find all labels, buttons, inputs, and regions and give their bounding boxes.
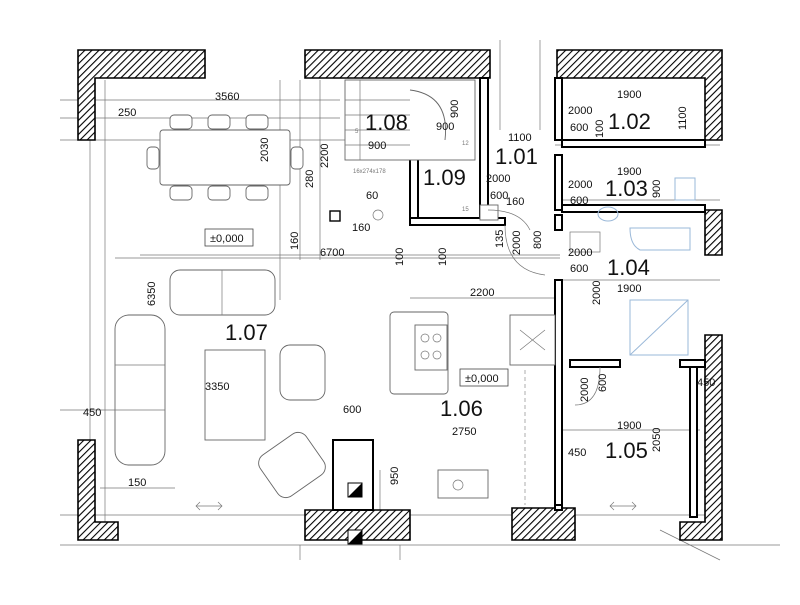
room-1-05: 1.05 (605, 438, 648, 463)
stair-spec: 16x274x178 (353, 169, 386, 175)
dim-2050: 2050 (651, 428, 663, 452)
dim-2000-a: 2000 (486, 173, 510, 185)
dim-900-c: 900 (449, 100, 461, 118)
dim-1900-d: 1900 (617, 420, 641, 432)
wall-bottom-right (511, 507, 576, 541)
level-kitchen: ±0,000 (465, 373, 499, 385)
dim-900-a: 900 (368, 140, 386, 152)
room-1-09: 1.09 (423, 165, 466, 190)
dim-600-e: 600 (570, 263, 588, 275)
dim-3560: 3560 (215, 91, 239, 103)
stair-step-12: 12 (462, 141, 469, 147)
door-swings (487, 209, 601, 406)
dim-6700: 6700 (320, 247, 344, 259)
dim-600-b: 600 (343, 404, 361, 416)
room-1-06: 1.06 (440, 396, 483, 421)
level-living: ±0,000 (210, 233, 244, 245)
dim-100-c: 100 (394, 248, 406, 266)
dim-1100-b: 1100 (677, 106, 689, 130)
living-furniture (114, 269, 326, 499)
dim-800: 800 (532, 231, 544, 249)
dim-900-d: 900 (651, 180, 663, 198)
room-1-08: 1.08 (365, 110, 408, 135)
dining-table (146, 114, 304, 201)
dim-1100-a: 1100 (508, 132, 532, 144)
room-1-03: 1.03 (605, 176, 648, 201)
wall-right-middle (704, 209, 723, 256)
dim-2750: 2750 (452, 426, 476, 438)
dim-600-d: 600 (570, 195, 588, 207)
dim-100-b: 100 (594, 120, 606, 138)
stair-step-5: 5 (355, 129, 359, 135)
room-1-04: 1.04 (607, 255, 650, 280)
dim-280: 280 (304, 170, 316, 188)
interior-walls (332, 77, 706, 518)
dim-1900-c: 1900 (617, 283, 641, 295)
dim-160-b: 160 (289, 232, 301, 250)
dim-450-c: 450 (568, 447, 586, 459)
dim-60: 60 (366, 190, 378, 202)
dimension-labels: 3560 250 2030 2200 280 900 900 900 60 16… (83, 89, 715, 489)
dim-600-f: 600 (597, 374, 609, 392)
dim-3350: 3350 (205, 381, 229, 393)
dim-450-a: 450 (83, 407, 101, 419)
dim-2200: 2200 (319, 144, 331, 168)
wall-top-middle (304, 49, 491, 79)
dim-160-c: 160 (506, 196, 524, 208)
dim-2000-d: 2000 (568, 179, 592, 191)
dim-2200-b: 2200 (470, 287, 494, 299)
bathroom-fixtures (569, 177, 696, 356)
staircase: 5 12 15 16x274x178 (329, 79, 499, 222)
room-1-02: 1.02 (608, 109, 651, 134)
wall-bottom-center (304, 509, 411, 541)
level-markers: ±0,000 ±0,000 (204, 228, 509, 387)
room-1-01: 1.01 (495, 144, 538, 169)
dim-450-b: 450 (697, 377, 715, 389)
dim-600-c: 600 (570, 122, 588, 134)
dim-135: 135 (494, 230, 506, 248)
chimney-shafts (347, 482, 363, 545)
wall-left-lower (77, 439, 119, 541)
room-1-07: 1.07 (225, 320, 268, 345)
dim-2000-f: 2000 (591, 281, 603, 305)
dim-160-a: 160 (352, 222, 370, 234)
dim-250: 250 (118, 107, 136, 119)
dim-1900-a: 1900 (617, 89, 641, 101)
wall-right-lower (679, 334, 723, 541)
window-arrows (195, 501, 637, 511)
stair-step-15: 15 (462, 207, 469, 213)
dim-2000-b: 2000 (511, 231, 523, 255)
dim-2030: 2030 (259, 138, 271, 162)
wall-top-left (77, 49, 206, 141)
kitchen-island (389, 311, 556, 505)
dim-2000-c: 2000 (568, 105, 592, 117)
dim-950: 950 (389, 467, 401, 485)
dim-2000-e: 2000 (568, 247, 592, 259)
dim-6350: 6350 (146, 282, 158, 306)
dim-900-b: 900 (436, 121, 454, 133)
dim-150: 150 (128, 477, 146, 489)
dim-600-a: 600 (490, 190, 508, 202)
room-labels: 1.08 1.09 1.01 1.02 1.03 1.04 1.05 1.06 … (225, 109, 651, 463)
dim-2000-g: 2000 (579, 378, 591, 402)
dim-100-a: 100 (437, 248, 449, 266)
dim-1900-b: 1900 (617, 166, 641, 178)
